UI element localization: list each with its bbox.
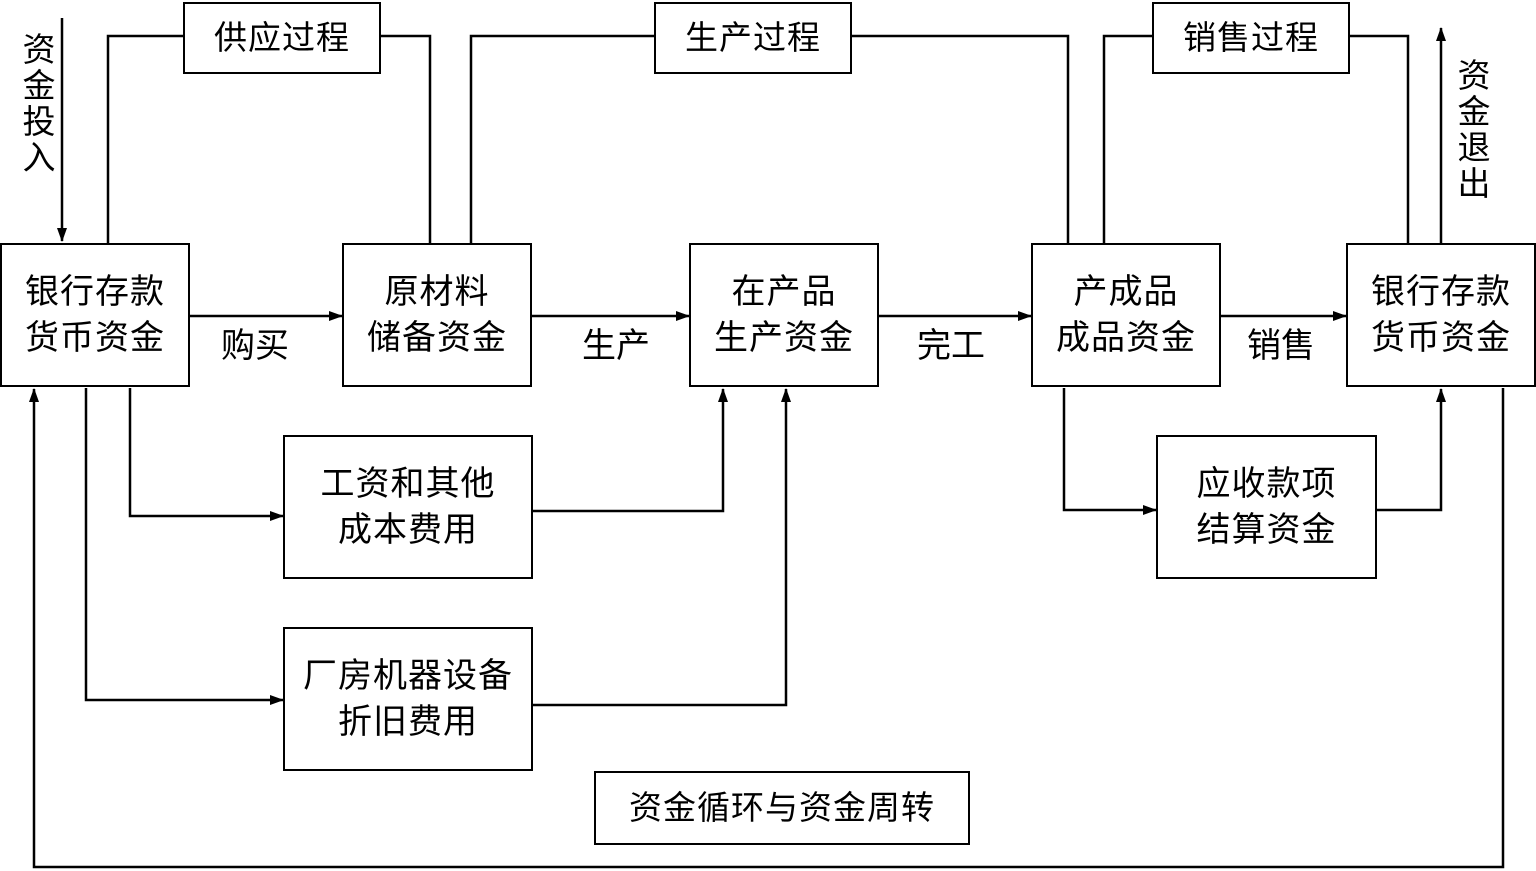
char: 出 [1457,164,1491,203]
bank-to-depreciation-arrow [84,388,284,705]
receivables-to-bank-arrow [1377,388,1446,512]
node-line-2: 成品资金 [1056,318,1196,358]
char: 退 [1457,128,1491,167]
node-line-1: 厂房机器设备 [303,656,513,696]
node-line-1: 银行存款 [1371,272,1511,312]
finished-goods-node: 产成品 成品资金 [1031,243,1221,387]
wages-costs-node: 工资和其他 成本费用 [283,435,533,579]
supply-bracket [106,34,432,243]
fund-output-label: 资 金 退 出 [1454,58,1494,202]
finished-to-receivables-arrow [1062,388,1157,515]
char: 金 [1457,92,1491,131]
bank-deposit-node-left: 银行存款 货币资金 [0,243,190,387]
char: 金 [22,66,56,105]
node-line-2: 货币资金 [25,318,165,358]
node-line-2: 成本费用 [338,510,478,550]
node-line-2: 生产资金 [714,318,854,358]
depreciation-to-wip-arrow [533,388,791,707]
char: 投 [22,102,56,141]
complete-label: 完工 [917,326,985,366]
bank-deposit-node-right: 银行存款 货币资金 [1346,243,1536,387]
node-line-1: 在产品 [731,272,837,312]
char: 入 [22,138,56,177]
char: 资 [22,30,56,69]
node-line-1: 产成品 [1073,272,1179,312]
return-loop-arrow [29,388,1505,869]
diagram-caption: 资金循环与资金周转 [594,771,970,845]
purchase-label: 购买 [221,326,289,366]
supply-process-label: 供应过程 [183,2,381,74]
wages-to-wip-arrow [533,388,728,513]
fund-input-label: 资 金 投 入 [19,32,59,176]
receivables-node: 应收款项 结算资金 [1156,435,1377,579]
produce-label: 生产 [582,326,650,366]
raw-material-node: 原材料 储备资金 [342,243,532,387]
production-process-label: 生产过程 [654,2,852,74]
depreciation-node: 厂房机器设备 折旧费用 [283,627,533,771]
bank-to-wages-arrow [128,388,284,521]
node-line-1: 工资和其他 [320,464,496,504]
node-line-1: 银行存款 [25,272,165,312]
node-line-2: 储备资金 [367,318,507,358]
work-in-progress-node: 在产品 生产资金 [689,243,879,387]
node-line-1: 原材料 [384,272,490,312]
sell-label: 销售 [1247,326,1315,366]
sales-bracket [1102,34,1410,243]
sales-process-label: 销售过程 [1152,2,1350,74]
node-line-2: 货币资金 [1371,318,1511,358]
node-line-2: 折旧费用 [338,702,478,742]
node-line-1: 应收款项 [1196,464,1337,504]
node-line-2: 结算资金 [1196,510,1337,550]
production-bracket [469,34,1070,243]
char: 资 [1457,56,1491,95]
